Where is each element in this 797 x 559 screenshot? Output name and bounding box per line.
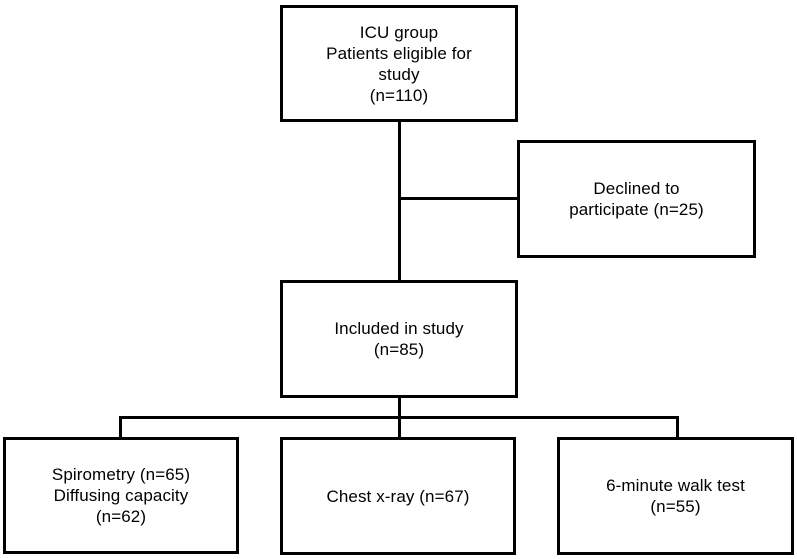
node-text-line: Patients eligible for — [326, 43, 472, 63]
connector-branch-to-declined — [399, 197, 519, 200]
connector-split-bar — [119, 416, 679, 419]
node-chest-xray: Chest x-ray (n=67) — [280, 437, 516, 555]
node-text-line: (n=110) — [369, 85, 429, 105]
node-declined-to-participate: Declined to participate (n=25) — [517, 140, 756, 258]
node-text-line: (n=62) — [95, 507, 147, 526]
connector-split-to-spirometry — [119, 416, 122, 438]
node-eligible-patients: ICU group Patients eligible for study (n… — [280, 5, 518, 122]
node-text-line: Spirometry (n=65) — [51, 465, 191, 484]
node-text-line: Diffusing capacity — [53, 486, 189, 505]
node-text-line: (n=85) — [373, 340, 425, 359]
node-text-line: participate (n=25) — [569, 200, 704, 219]
node-text-line: Chest x-ray (n=67) — [326, 486, 470, 506]
connector-split-to-walk — [676, 416, 679, 438]
node-text-line: (n=55) — [650, 497, 701, 516]
node-spirometry-diffusing-capacity: Spirometry (n=65) Diffusing capacity (n=… — [3, 437, 239, 554]
node-text-line: 6-minute walk test — [606, 476, 745, 495]
node-text-line: Declined to — [593, 179, 680, 198]
node-text-line: Included in study — [334, 319, 464, 338]
node-text-line: ICU group — [359, 22, 439, 42]
node-text-line: study — [378, 64, 420, 84]
connector-eligible-to-included — [398, 121, 401, 282]
node-six-minute-walk-test: 6-minute walk test (n=55) — [557, 437, 794, 555]
node-included-in-study: Included in study (n=85) — [280, 280, 518, 398]
